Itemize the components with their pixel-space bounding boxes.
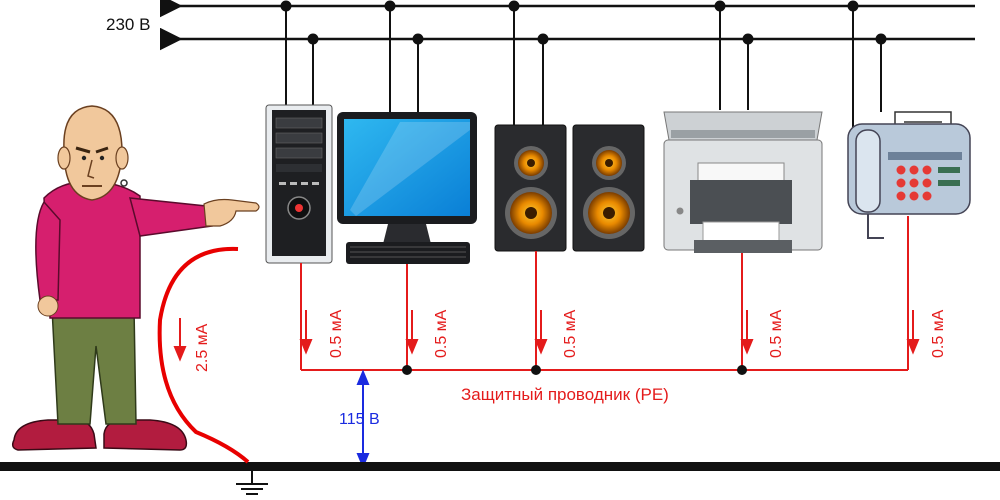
pe-junctions [402, 365, 747, 375]
earth-symbol-icon [236, 471, 268, 495]
voltage-label: 115 В [339, 411, 380, 428]
person-current-label: 2.5 мА [194, 323, 211, 372]
leak-label-printer: 0.5 мА [768, 309, 785, 358]
leak-label-speakers: 0.5 мА [562, 309, 579, 358]
leak-label-tower: 0.5 мА [328, 309, 345, 358]
pe-conductor-label: Защитный проводник (PE) [461, 385, 669, 404]
computer-tower-icon [265, 104, 333, 264]
supply-voltage-label: 230 В [106, 15, 150, 34]
voltage-arrow [356, 369, 370, 469]
fax-icon [847, 111, 971, 239]
supply-lines [160, 0, 975, 51]
printer-icon [663, 111, 823, 253]
person-icon [11, 105, 260, 451]
person-current-arrow [173, 318, 187, 362]
device-supply-drops [280, 0, 887, 128]
leak-label-monitor: 0.5 мА [433, 309, 450, 358]
leak-arrows [299, 310, 920, 355]
leak-label-fax: 0.5 мА [930, 309, 947, 358]
person-current-path [157, 246, 250, 464]
speakers-icon [494, 124, 645, 252]
ground-bar [0, 462, 1000, 471]
monitor-icon [337, 112, 477, 264]
